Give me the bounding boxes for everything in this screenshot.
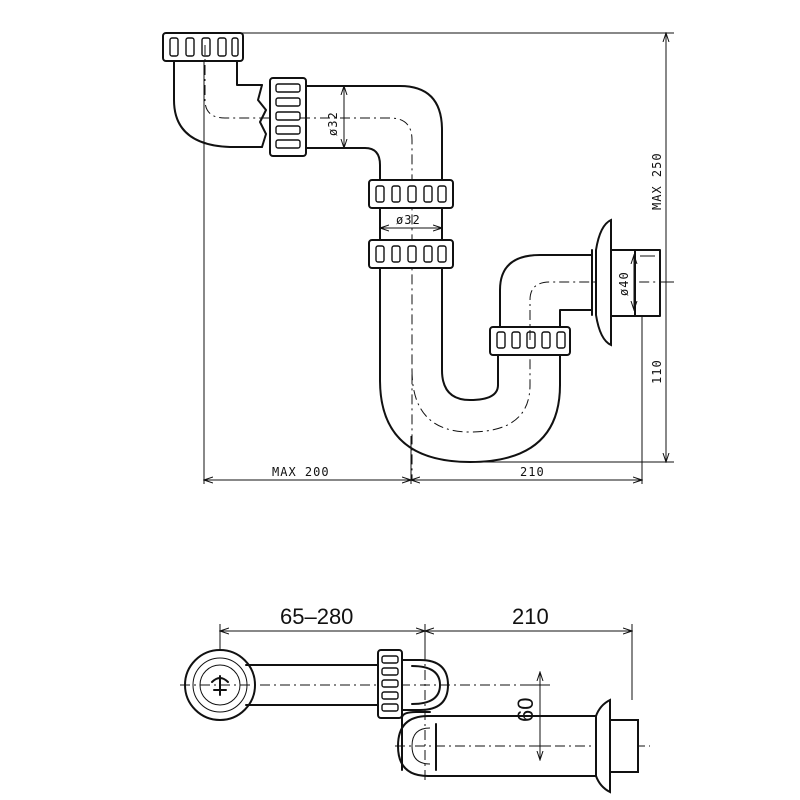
dim-width-left: MAX 200 [272, 465, 330, 479]
diameter-dims: ø32 ø32 ø40 [326, 86, 634, 310]
extension-lines [203, 32, 674, 484]
inlet-nut [162, 32, 244, 62]
vertical-dims: MAX 250 110 [650, 33, 666, 462]
outlet-elbow [499, 254, 665, 340]
dim-outlet-run: 210 [512, 604, 549, 629]
mid-nut-lower [368, 239, 454, 269]
mid-tube [379, 207, 443, 241]
dim-inlet-diameter: ø32 [326, 111, 340, 136]
top-rosette [595, 698, 639, 794]
upper-bend [300, 85, 443, 480]
dim-offset: 60 [513, 698, 538, 722]
top-view: 65–280 210 [180, 604, 650, 794]
dim-height-total: MAX 250 [650, 152, 664, 210]
dim-height-outlet: 110 [650, 359, 664, 384]
ubend-nut [489, 326, 571, 386]
top-ubend [401, 659, 449, 771]
top-outlet-pipe [397, 715, 597, 777]
horizontal-dims: MAX 200 210 [204, 465, 642, 480]
mid-nut-upper [368, 179, 454, 209]
dim-outlet-diameter: ø40 [617, 271, 631, 296]
top-dims: 65–280 210 [220, 604, 632, 700]
dim-reach: 65–280 [280, 604, 353, 629]
dim-mid-diameter: ø32 [396, 213, 421, 227]
dim-width-right: 210 [520, 465, 545, 479]
inlet-elbow [173, 45, 270, 148]
horizontal-slip-nut [269, 77, 307, 157]
u-bend [379, 267, 561, 463]
top-slip-nut [377, 649, 403, 719]
drain-tube [245, 664, 381, 706]
offset-dim: 60 [513, 672, 550, 760]
side-view: ø32 ø32 ø40 MAX 200 210 MAX 250 [162, 32, 674, 484]
